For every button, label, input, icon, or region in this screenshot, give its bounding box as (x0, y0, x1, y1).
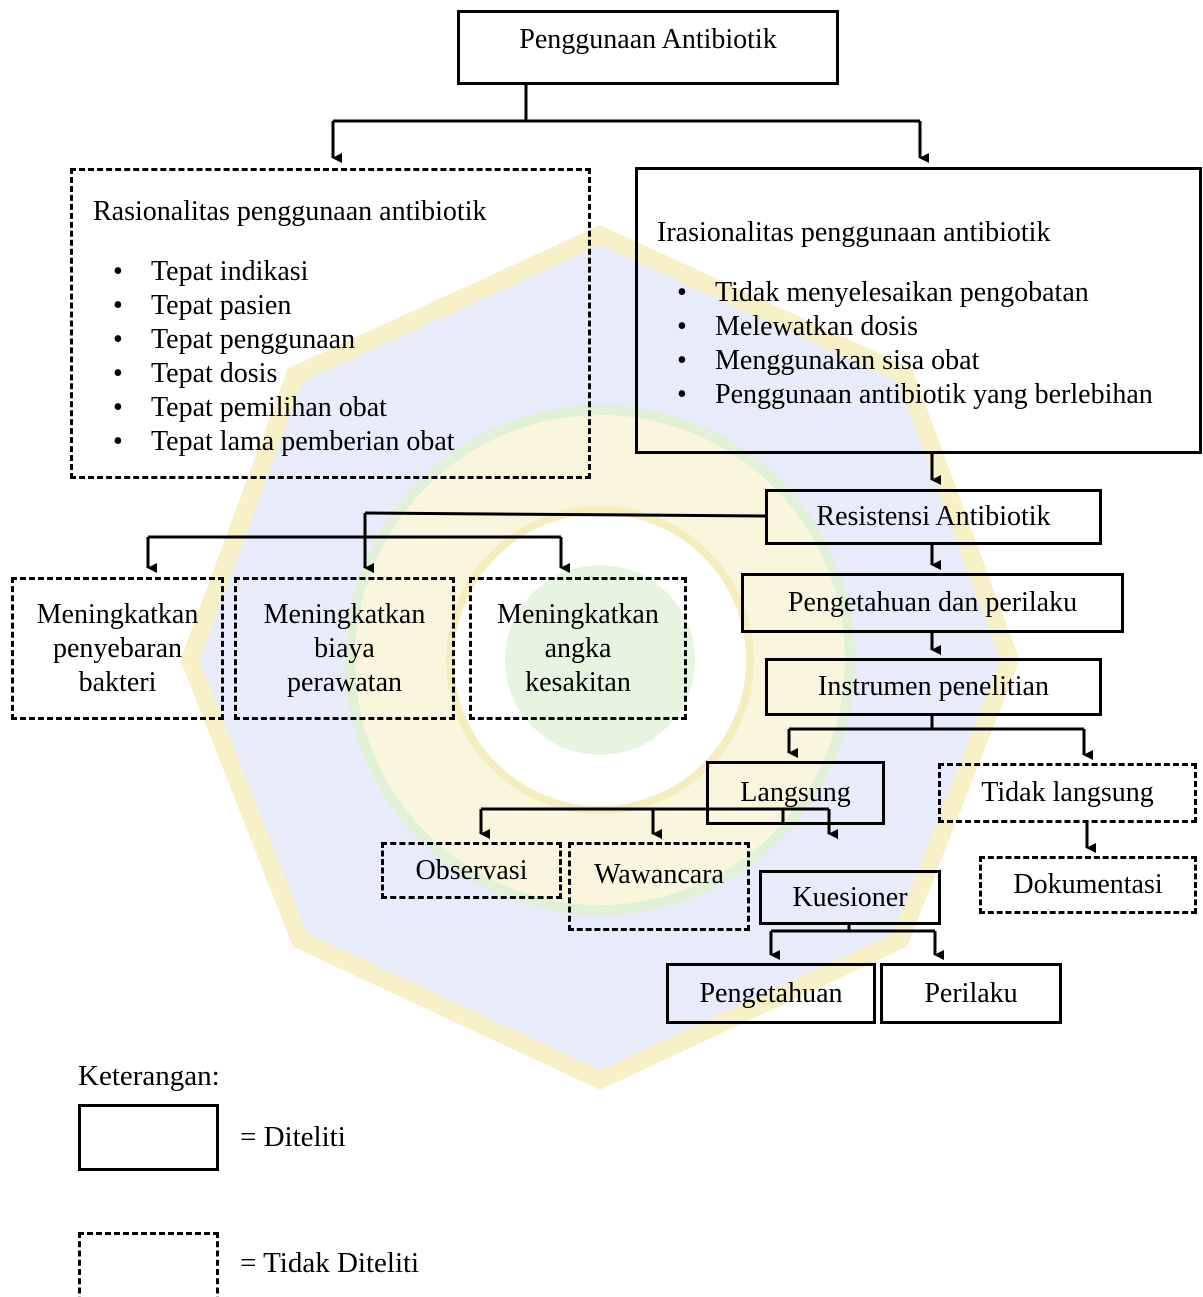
irrational-box: Irasionalitas penggunaan antibiotik Tida… (635, 167, 1202, 454)
effect-line: Meningkatkan (497, 598, 659, 630)
effect-line: Meningkatkan (36, 598, 199, 630)
rational-box: Rasionalitas penggunaan antibiotik Tepat… (70, 168, 591, 479)
instrument-label: Instrumen penelitian (818, 671, 1049, 702)
effect-line: Meningkatkan (263, 598, 426, 630)
effect-line: biaya (314, 632, 375, 664)
effect-line: kesakitan (525, 666, 631, 698)
effect-box-cost: Meningkatkan biaya perawatan (234, 577, 455, 720)
list-item: Tepat lama pemberian obat (113, 425, 455, 459)
list-item: Tidak menyelesaikan pengobatan (677, 276, 1153, 310)
instrument-box: Instrumen penelitian (765, 658, 1102, 716)
documentation-label: Dokumentasi (1013, 869, 1163, 900)
observation-label: Observasi (415, 854, 528, 886)
list-item: Tepat pemilihan obat (113, 391, 455, 425)
knowledge-label: Pengetahuan (699, 977, 843, 1009)
effect-line: penyebaran (52, 632, 183, 664)
effect-box-morbidity: Meningkatkan angka kesakitan (469, 577, 687, 720)
direct-box: Langsung (706, 761, 885, 825)
list-item: Penggunaan antibiotik yang berlebihan (677, 378, 1153, 412)
indirect-label: Tidak langsung (981, 777, 1154, 808)
behavior-box: Perilaku (880, 963, 1062, 1024)
knowledge-box: Pengetahuan (666, 963, 876, 1024)
questionnaire-label: Kuesioner (792, 881, 908, 913)
knowledge-behavior-label: Pengetahuan dan perilaku (787, 587, 1078, 618)
observation-box: Observasi (381, 842, 562, 899)
effect-box-spread: Meningkatkan penyebaran bakteri (11, 577, 224, 720)
knowledge-behavior-box: Pengetahuan dan perilaku (741, 573, 1124, 633)
documentation-box: Dokumentasi (979, 856, 1197, 914)
legend-solid-swatch (78, 1104, 219, 1171)
indirect-box: Tidak langsung (938, 763, 1197, 823)
interview-label: Wawancara (594, 859, 724, 890)
legend-dashed-swatch (78, 1232, 219, 1297)
legend-solid-label: = Diteliti (240, 1121, 346, 1153)
list-item: Tepat indikasi (113, 255, 455, 289)
list-item: Tepat penggunaan (113, 323, 455, 357)
effect-line: perawatan (286, 666, 403, 698)
questionnaire-box: Kuesioner (759, 870, 941, 925)
interview-box: Wawancara (568, 842, 750, 931)
rational-heading: Rasionalitas penggunaan antibiotik (93, 196, 487, 227)
list-item: Tepat pasien (113, 289, 455, 323)
list-item: Melewatkan dosis (677, 310, 1153, 344)
irrational-list: Tidak menyelesaikan pengobatan Melewatka… (677, 276, 1153, 412)
behavior-label: Perilaku (924, 977, 1018, 1009)
effect-line: bakteri (78, 666, 157, 698)
direct-label: Langsung (740, 777, 851, 808)
list-item: Tepat dosis (113, 357, 455, 391)
resistance-label: Resistensi Antibiotik (816, 501, 1051, 532)
resistance-box: Resistensi Antibiotik (765, 489, 1102, 545)
root-box: Penggunaan Antibiotik (457, 10, 839, 85)
irrational-heading: Irasionalitas penggunaan antibiotik (657, 217, 1051, 248)
rational-list: Tepat indikasi Tepat pasien Tepat penggu… (113, 255, 455, 459)
legend-dashed-label: = Tidak Diteliti (240, 1247, 420, 1279)
effect-line: angka (544, 632, 612, 664)
list-item: Menggunakan sisa obat (677, 344, 1153, 378)
legend-title: Keterangan: (78, 1060, 220, 1092)
root-label: Penggunaan Antibiotik (519, 24, 777, 55)
